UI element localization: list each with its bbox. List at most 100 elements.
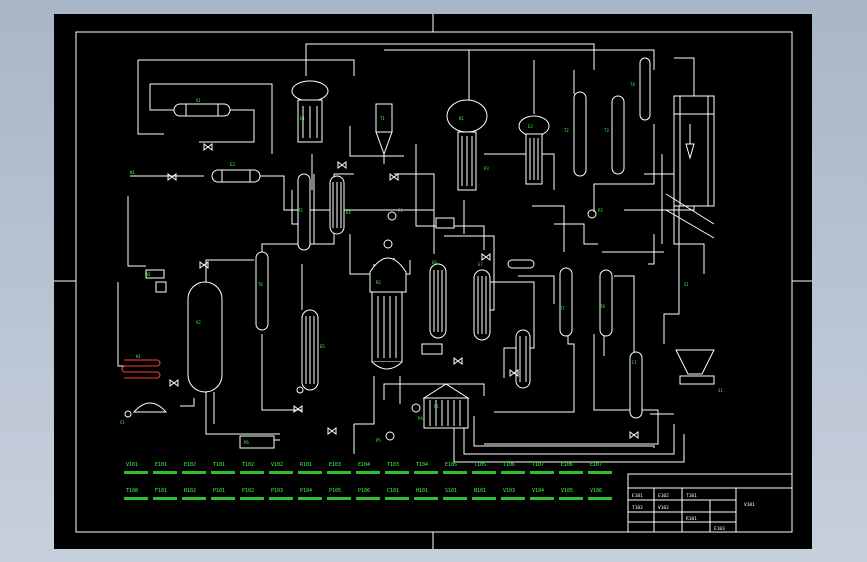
valve-10 [453,357,463,365]
column-t9 [629,351,643,419]
valve-6 [481,253,491,261]
legend-caption [414,471,438,474]
valve-1 [203,143,213,151]
column-t2 [573,91,587,177]
legend-caption [385,471,409,474]
legend-code: T103 [387,462,399,468]
legend-caption [298,497,322,500]
tag-c1: C1 [120,420,125,425]
legend-caption [153,471,177,474]
tag-h1: H1 [136,354,141,359]
legend-caption [327,497,351,500]
legend-caption [327,471,351,474]
valves-and-pumps [167,143,639,441]
legend-caption [356,471,380,474]
valve-12 [629,431,639,439]
pump-p2 [587,209,597,219]
legend-code: P104 [300,488,312,494]
tag-f1: F1 [434,404,439,409]
tag-v2: V2 [196,320,201,325]
legend-code: P106 [358,488,370,494]
tag-e6: E6 [432,260,437,265]
legend-code: E101 [155,462,167,468]
legend-code: V102 [271,462,283,468]
legend-caption [153,497,177,500]
column-t8 [599,269,613,337]
legend-code: T105 [474,462,486,468]
exchanger-e1 [291,80,329,102]
tag-e4: E4 [346,210,351,215]
legend-code: T102 [242,462,254,468]
pump-p3 [383,239,393,249]
process-flow-diagram: V1 E1 T1 R1 E2 T2 T3 T4 E3 T5 E4 V2 T6 E… [54,14,812,549]
column-t4 [639,57,651,121]
legend-caption [588,497,612,500]
legend-code: T108 [126,488,138,494]
legend-code: V105 [561,488,573,494]
title-cell-2: E102 [658,493,669,499]
title-cell-1: E101 [632,493,643,499]
legend-code: E105 [445,462,457,468]
reactor-r2 [371,291,403,363]
legend-code: P103 [271,488,283,494]
legend-caption [385,497,409,500]
valve-11 [509,369,519,377]
column-t7 [559,267,573,337]
legend-code: P101 [213,488,225,494]
drum-small-3 [155,281,167,293]
tag-e2: E2 [528,124,533,129]
drawing-sheet[interactable]: V1 E1 T1 R1 E2 T2 T3 T4 E3 T5 E4 V2 T6 E… [54,14,812,549]
legend-caption [269,471,293,474]
valve-9 [327,427,337,435]
legend-code: P105 [329,488,341,494]
equipment [121,57,715,449]
legend-code: N101 [474,488,486,494]
exchanger-small [507,259,535,269]
legend-code: T101 [213,462,225,468]
tag-drum5: P6 [244,440,249,445]
tag-p2: P2 [598,208,603,213]
tag-r1: R1 [459,116,464,121]
title-cell-5: V102 [658,505,669,511]
title-block: V101 E101 E102 T101 T102 V102 R101 E103 [627,473,793,533]
tag-e7: E7 [478,262,483,267]
legend-caption [559,497,583,500]
legend-code: E104 [358,462,370,468]
legend-caption [559,471,583,474]
pump-p5 [385,431,395,441]
tag-drum: N1 [146,272,151,277]
legend-caption [298,471,322,474]
compressor-c1 [132,402,168,413]
legend-caption [211,471,235,474]
legend-code: H101 [416,488,428,494]
tag-furnace: S1 [684,282,689,287]
heater-f1 [423,397,469,429]
tag-t9: C1 [632,360,637,365]
tag-t1: T1 [380,116,385,121]
legend-caption [530,471,554,474]
legend-caption [443,471,467,474]
tag-exhaust: S1 [718,388,723,393]
drawing-frame [75,31,793,533]
exchanger-e8 [515,329,531,389]
tag-e1: E1 [300,116,305,121]
title-block-title: V101 [744,502,755,508]
legend-code: T104 [416,462,428,468]
valve-5 [199,261,209,269]
legend-code: T107 [532,462,544,468]
legend-code: E102 [184,462,196,468]
tag-t2: T2 [564,128,569,133]
legend-code: R102 [184,488,196,494]
legend-code: F101 [155,488,167,494]
legend-caption [182,471,206,474]
title-cell-6: R101 [686,516,697,522]
column-t5 [297,173,311,251]
legend-caption [588,471,612,474]
tag-p4: P4 [418,416,423,421]
valve-7 [169,379,179,387]
pump-p6 [296,386,304,394]
tag-e3: E3 [230,162,235,167]
legend-code: P102 [242,488,254,494]
drum-small-2 [145,269,165,279]
